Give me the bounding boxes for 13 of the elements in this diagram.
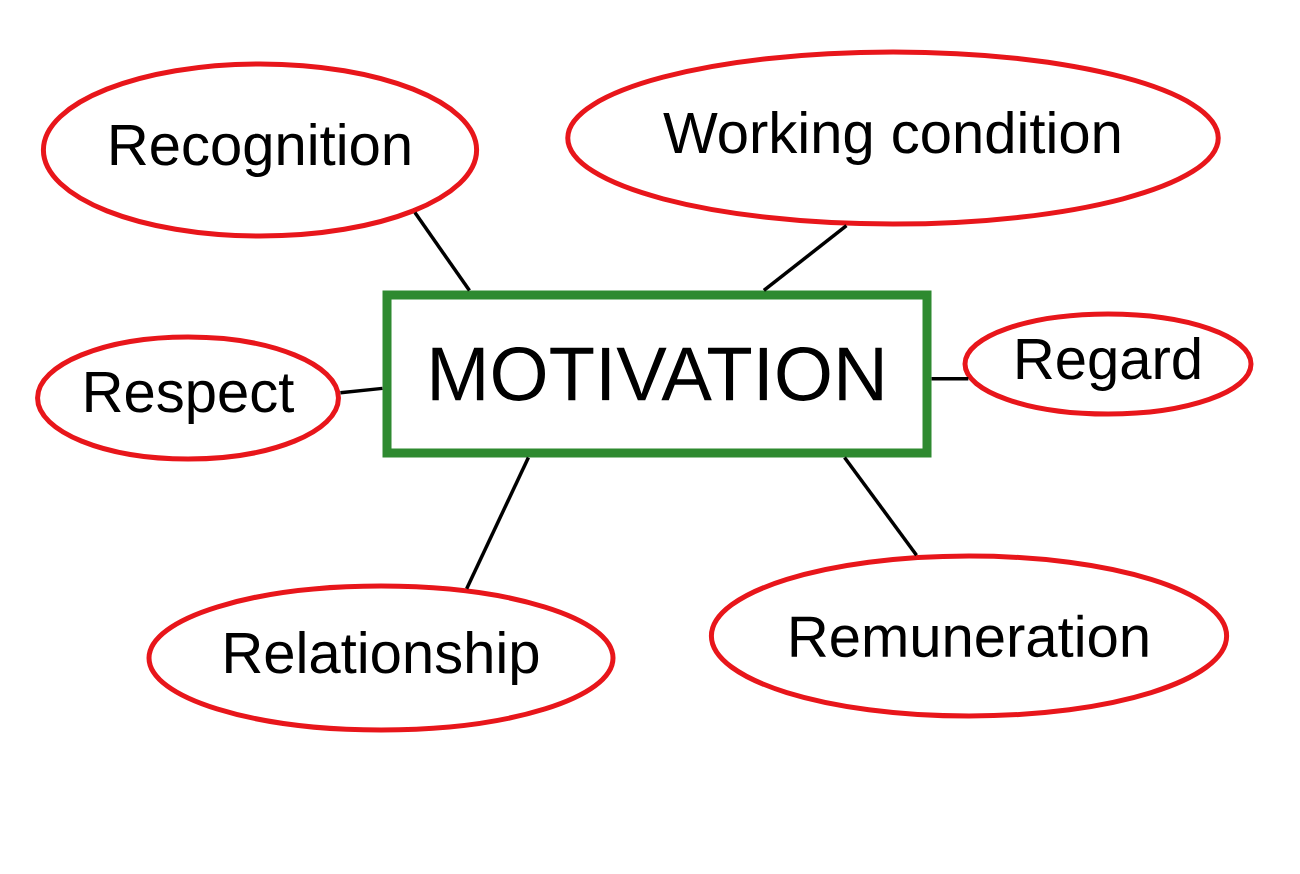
connector-line [465, 456, 530, 590]
ellipse-bubble: Working condition [565, 49, 1221, 227]
connector-line [931, 376, 969, 381]
ellipse-bubble: Relationship [146, 583, 616, 733]
connector-line [762, 224, 848, 292]
ellipse-bubble: Recognition [40, 61, 480, 239]
connector-line [843, 456, 918, 557]
connector-line [340, 386, 383, 395]
connector-line [413, 211, 471, 292]
ellipse-bubble: Regard [962, 311, 1254, 417]
title-box: MOTIVATION [382, 290, 932, 458]
ellipse-bubble: Remuneration [708, 553, 1230, 719]
ellipse-bubble: Respect [35, 334, 341, 462]
